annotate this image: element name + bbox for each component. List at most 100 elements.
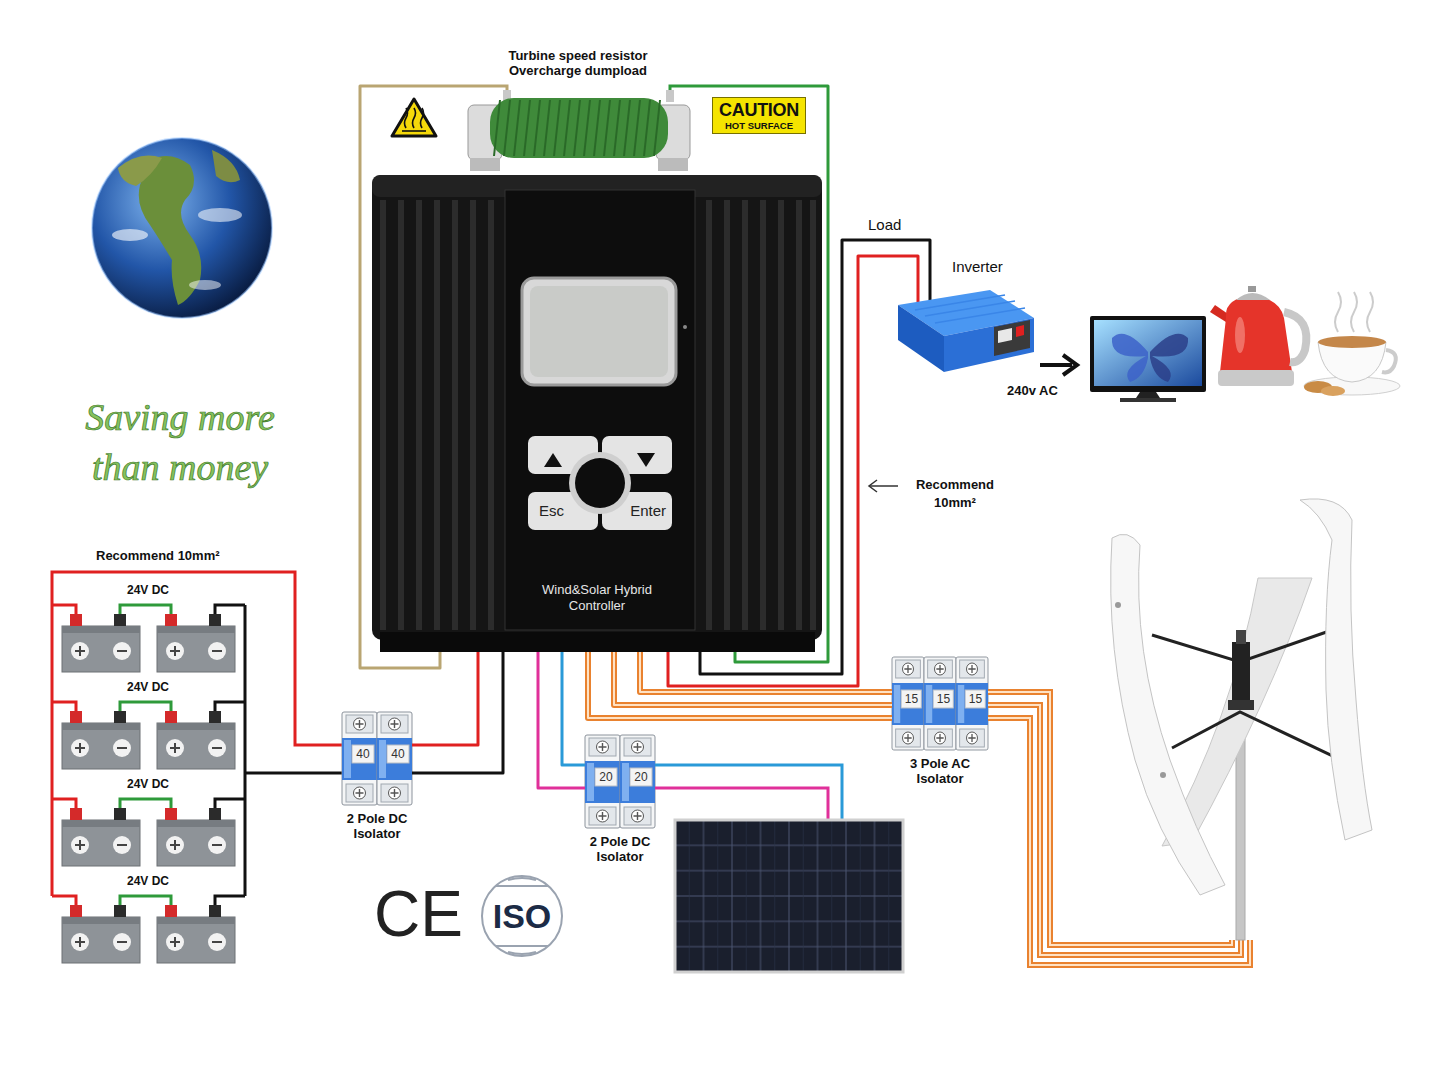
dump-load-resistor-drawing bbox=[666, 90, 674, 102]
cable-note: Recommend 10mm² bbox=[900, 476, 1010, 512]
hot-surface-warning bbox=[392, 99, 436, 136]
battery-pair bbox=[52, 702, 245, 769]
wind-turbine bbox=[1300, 499, 1372, 840]
wind-turbine bbox=[1111, 534, 1225, 895]
inverter-drawing bbox=[917, 290, 920, 302]
dump-load-resistor-drawing bbox=[470, 158, 500, 171]
controller-housing bbox=[637, 453, 655, 467]
isolator-breakers bbox=[342, 712, 377, 805]
turbine-wiring bbox=[988, 705, 1241, 955]
battery-isolator: 40402 Pole DC Isolator bbox=[342, 712, 412, 805]
caution-word: CAUTION bbox=[718, 101, 800, 120]
television bbox=[1090, 316, 1206, 392]
battery-voltage: 24V DC bbox=[118, 584, 178, 598]
load-wire bbox=[700, 240, 930, 674]
earth-globe bbox=[92, 138, 272, 318]
solar-panel bbox=[675, 820, 903, 972]
solar-panel bbox=[675, 820, 903, 972]
controller-housing bbox=[488, 200, 494, 630]
controller-housing bbox=[530, 286, 668, 377]
rating-number: 20 bbox=[630, 768, 652, 786]
caution-sign: CAUTIONHOT SURFACE bbox=[712, 97, 806, 134]
kettle bbox=[1236, 293, 1270, 300]
controller-housing bbox=[724, 200, 730, 630]
isolator-breakers bbox=[377, 712, 412, 805]
output-arrow bbox=[1063, 355, 1077, 375]
solar-wiring bbox=[655, 788, 828, 820]
turbine-ac-wire bbox=[614, 652, 892, 705]
inverter-drawing bbox=[898, 305, 944, 372]
teacup bbox=[1304, 292, 1400, 396]
output-arrow bbox=[1040, 363, 1072, 367]
battery-wiring bbox=[244, 605, 247, 896]
kettle bbox=[1284, 312, 1306, 362]
dump-load-resistor-drawing bbox=[466, 86, 507, 96]
controller-housing bbox=[470, 200, 476, 630]
iso-globe bbox=[482, 876, 562, 956]
recommend-pointer bbox=[870, 485, 898, 487]
key-label: Enter bbox=[630, 502, 666, 520]
isolator-breakers bbox=[956, 657, 988, 750]
inverter-drawing bbox=[929, 290, 932, 300]
earth-globe bbox=[118, 156, 162, 186]
teacup bbox=[1382, 350, 1396, 372]
television bbox=[1094, 320, 1202, 386]
inverter-drawing bbox=[898, 290, 1034, 372]
isolator-breakers bbox=[585, 735, 620, 828]
rating-number: 40 bbox=[387, 745, 409, 763]
controller-housing bbox=[380, 632, 815, 652]
controller-housing bbox=[796, 200, 802, 630]
battery-wiring bbox=[245, 772, 342, 775]
teacup bbox=[1318, 336, 1386, 348]
isolator-breakers bbox=[924, 657, 956, 750]
battery-voltage: 24V DC bbox=[118, 778, 178, 792]
battery-voltage: 24V DC bbox=[118, 875, 178, 889]
controller-housing bbox=[683, 325, 687, 329]
inverter-label: Inverter bbox=[952, 258, 1003, 275]
turbine-ac-wire bbox=[588, 652, 892, 718]
controller-housing bbox=[569, 452, 631, 514]
isolator-caption: 2 Pole DC Isolator bbox=[570, 834, 670, 864]
battery-wire bbox=[412, 652, 478, 745]
battery-wiring bbox=[52, 572, 342, 896]
battery-pair bbox=[52, 896, 245, 963]
television bbox=[1136, 392, 1160, 398]
solar-wire bbox=[562, 652, 585, 765]
earth-globe bbox=[189, 280, 221, 290]
load-wire bbox=[700, 240, 930, 674]
dumpload-wire bbox=[690, 86, 828, 662]
rating-number: 40 bbox=[352, 745, 374, 763]
turbine-ac-wire bbox=[614, 652, 892, 705]
dump-load-resistor-drawing bbox=[490, 98, 668, 158]
inverter-drawing bbox=[944, 318, 1034, 372]
battery-pair bbox=[52, 799, 245, 866]
rating-number: 15 bbox=[933, 690, 954, 708]
battery-wiring bbox=[52, 572, 342, 896]
enter-key: Enter bbox=[602, 492, 672, 530]
rating-number: 15 bbox=[901, 690, 922, 708]
dump-load-resistor-drawing bbox=[466, 86, 690, 171]
isolator-breakers bbox=[892, 657, 924, 750]
controller-housing bbox=[380, 200, 386, 630]
teacup bbox=[1321, 386, 1345, 396]
dumpload-wire bbox=[690, 86, 828, 662]
key-label: Esc bbox=[539, 502, 564, 520]
isolator-caption: 2 Pole DC Isolator bbox=[327, 811, 427, 841]
iso-globe bbox=[482, 876, 562, 956]
controller-name: Wind&Solar Hybrid Controller bbox=[522, 582, 672, 614]
controller-housing bbox=[398, 200, 404, 630]
turbine-ac-wire bbox=[588, 652, 892, 718]
output-voltage: 240v AC bbox=[1007, 384, 1058, 399]
battery-voltage: 24V DC bbox=[118, 681, 178, 695]
inverter-drawing bbox=[1016, 325, 1024, 337]
isolator-caption: 3 Pole AC Isolator bbox=[890, 756, 990, 786]
inverter-drawing bbox=[915, 295, 1025, 323]
television bbox=[1150, 334, 1188, 382]
dump-load-resistor-drawing bbox=[494, 100, 660, 156]
controller-housing bbox=[778, 200, 784, 630]
wind-turbine bbox=[1115, 602, 1121, 608]
recommend-pointer bbox=[869, 480, 877, 492]
caution-note: HOT SURFACE bbox=[718, 120, 800, 131]
wire-label: Load bbox=[866, 216, 903, 233]
